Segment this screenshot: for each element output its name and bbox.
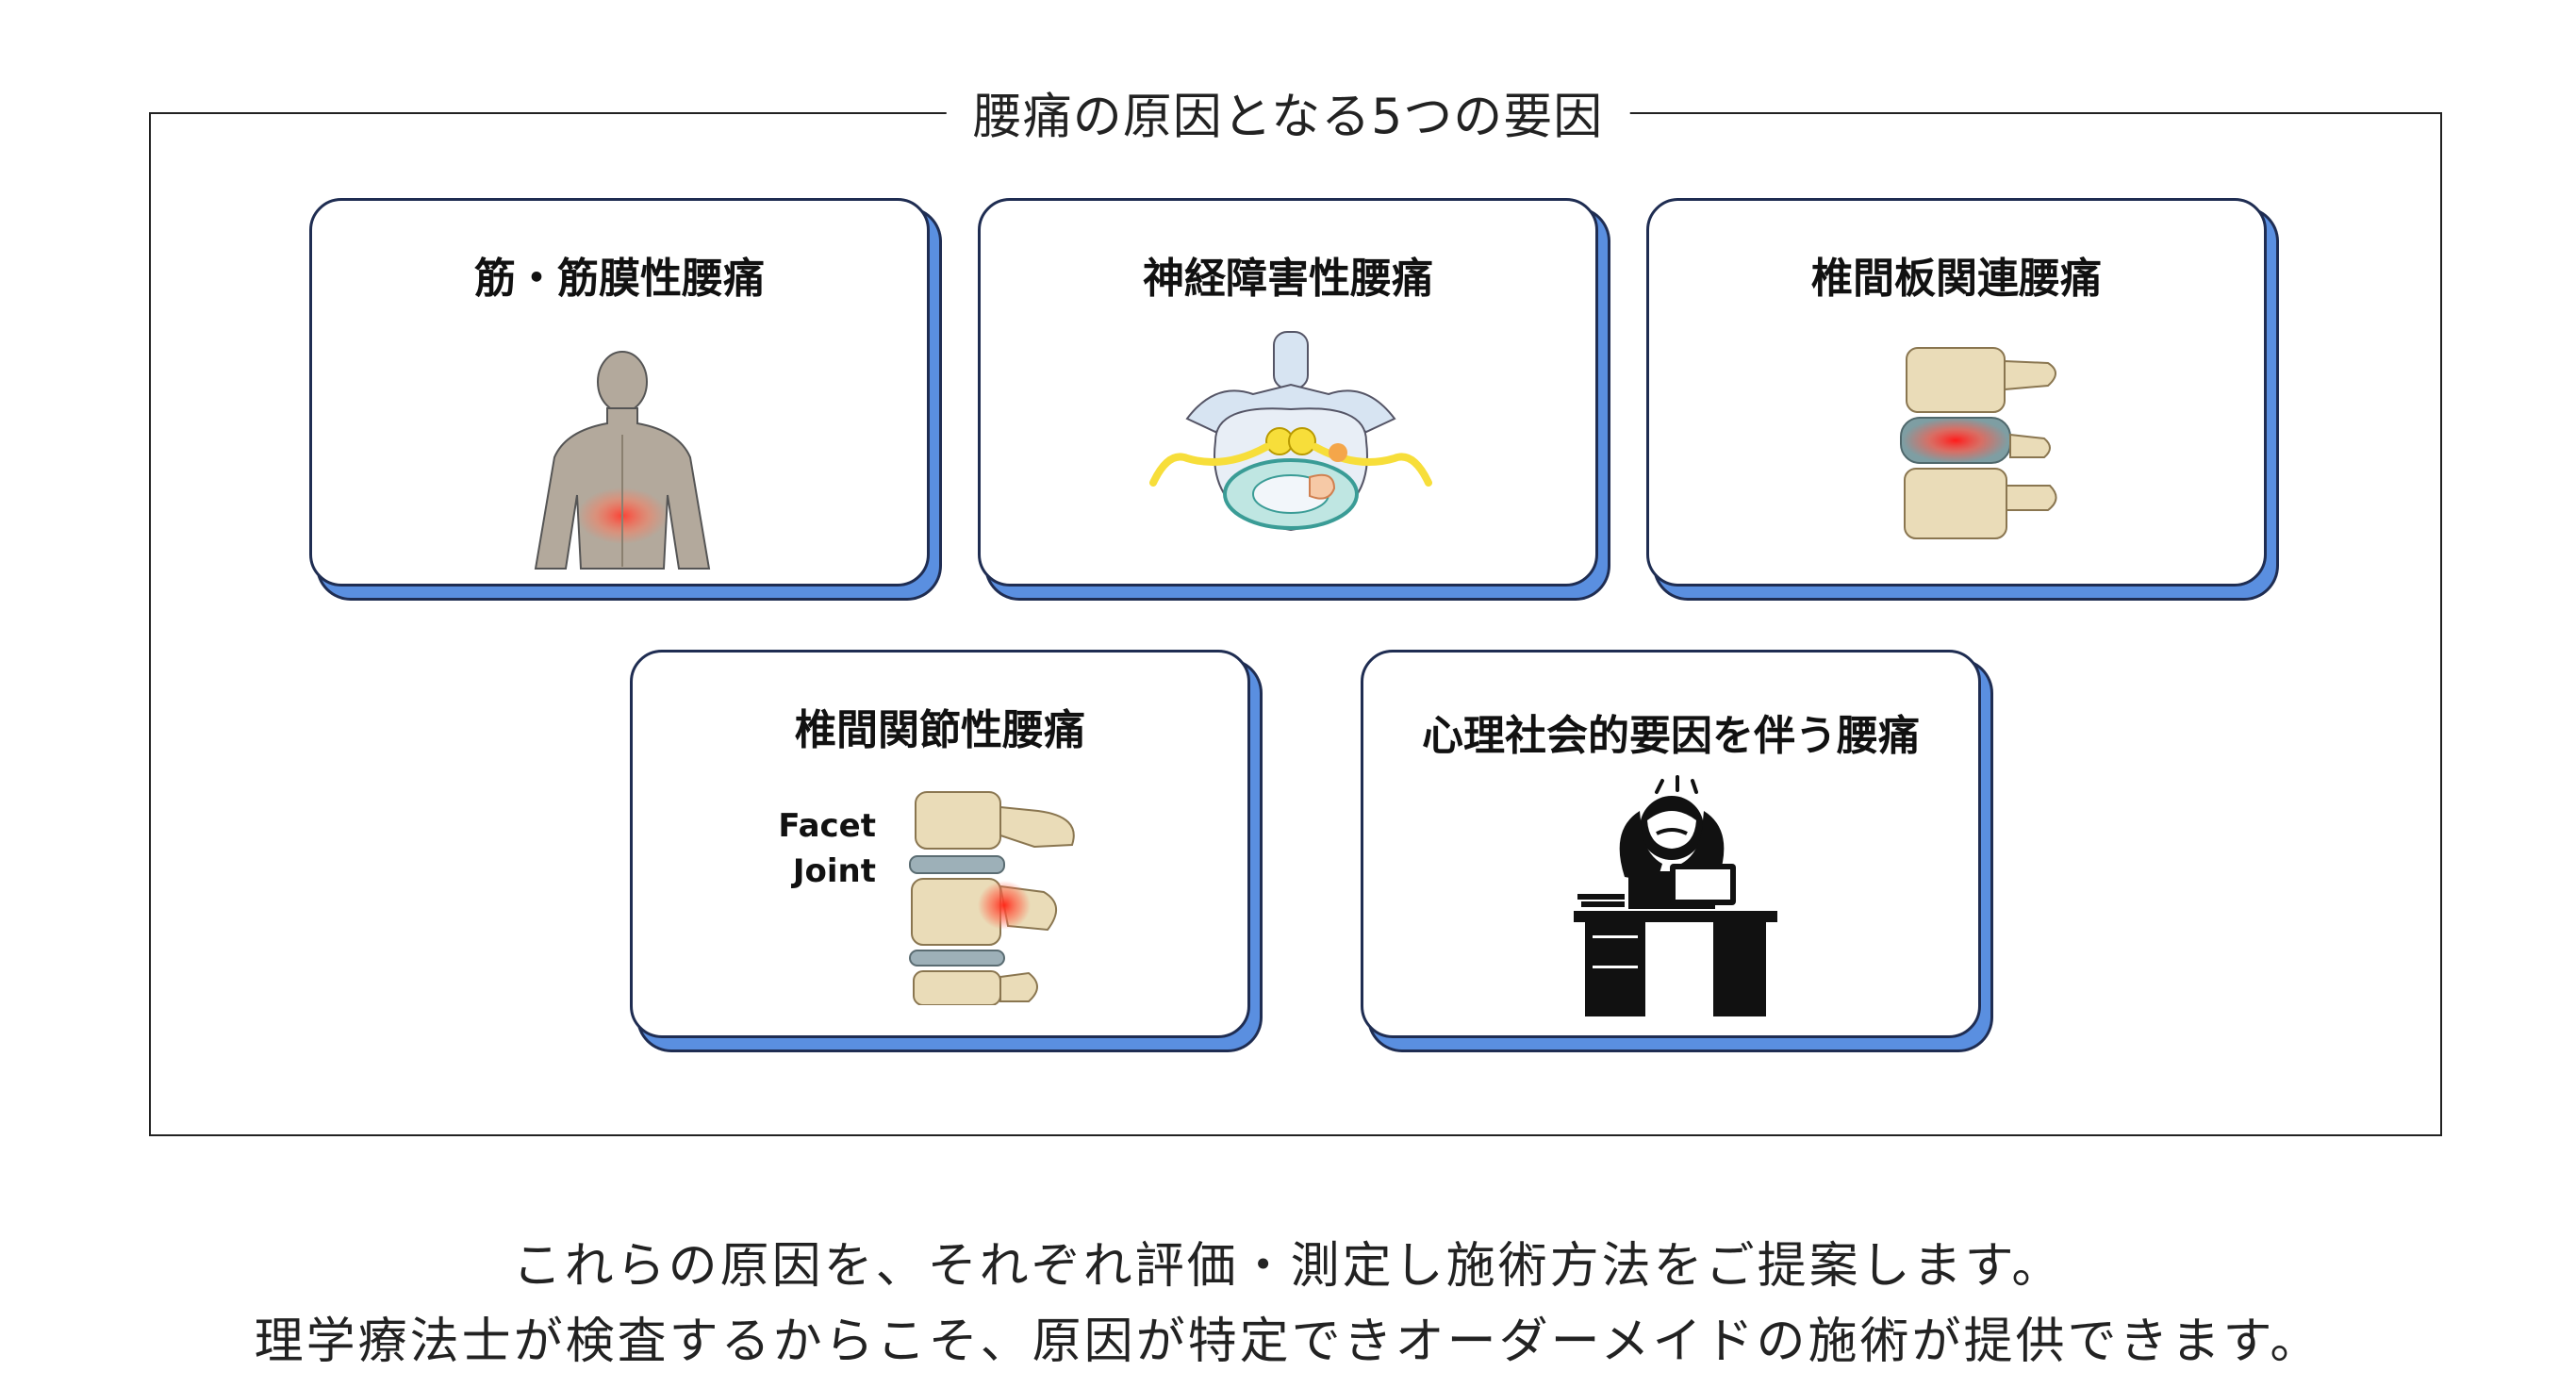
card-psychosocial: 心理社会的要因を伴う腰痛 (1361, 650, 1981, 1038)
footer-line-1: これらの原因を、それぞれ評価・測定し施術方法をご提案します。 (512, 1238, 2064, 1295)
card-title: 筋・筋膜性腰痛 (474, 255, 765, 303)
stressed-person-desk-icon (1574, 775, 1777, 1016)
back-pain-figure-icon (534, 351, 711, 570)
card-facet-joint: 椎間関節性腰痛 Facet Joint (630, 650, 1250, 1038)
card-title: 神経障害性腰痛 (1143, 255, 1433, 303)
facet-label-line2: Joint (792, 852, 876, 890)
facet-joint-label: Facet Joint (753, 803, 876, 894)
facet-joint-spine-icon (909, 791, 1075, 1005)
frame-title: 腰痛の原因となる5つの要因 (946, 76, 1630, 148)
nerve-vertebra-icon (1149, 331, 1432, 532)
card-title: 心理社会的要因を伴う腰痛 (1422, 712, 1920, 760)
card-title: 椎間関節性腰痛 (795, 706, 1085, 754)
footer-line-2: 理学療法士が検査するからこそ、原因が特定できオーダーメイドの施術が提供できます。 (254, 1314, 2322, 1370)
card-muscle-fascia: 筋・筋膜性腰痛 (309, 198, 930, 587)
card-title: 椎間板関連腰痛 (1811, 255, 2102, 303)
card-neuropathic: 神経障害性腰痛 (978, 198, 1598, 587)
facet-label-line1: Facet (778, 807, 876, 845)
card-disc: 椎間板関連腰痛 (1646, 198, 2267, 587)
disc-spine-icon (1900, 347, 2057, 539)
